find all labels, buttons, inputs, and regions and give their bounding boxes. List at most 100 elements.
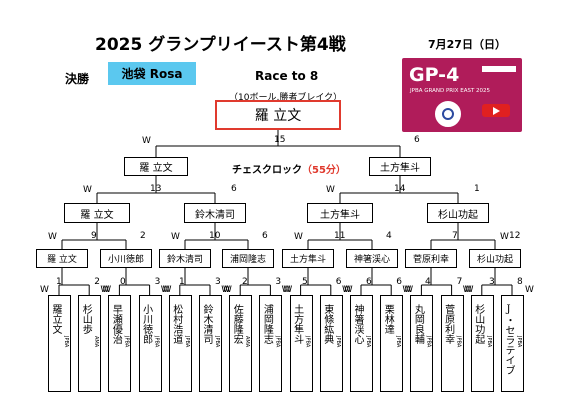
player-name: 早瀬優治 (110, 304, 122, 344)
player-org: JPBA (485, 336, 492, 348)
player-org: JPBA (214, 336, 220, 348)
venue-badge: 池袋 Rosa (108, 62, 196, 85)
quarter-1-right-player: 浦岡隆志 (222, 249, 274, 268)
r1-1-right-score: 3 (154, 277, 161, 287)
quarter-2-left-score: 11 (334, 231, 346, 241)
semi-1-right-score: 1 (474, 184, 480, 194)
player-5-mark: W (223, 285, 232, 295)
player-org: JPBA (274, 336, 281, 348)
semi-1-right-player: 杉山功起 (427, 203, 489, 223)
player-6-mark: W (221, 285, 231, 295)
player-name: 杉山歩 (80, 304, 92, 334)
r1-1-left-score: 0 (120, 277, 126, 287)
quarter-3-right-player: 杉山功起 (469, 249, 521, 268)
final-left-player: 羅 立文 (124, 157, 188, 176)
player-12-mark: W (402, 285, 412, 295)
logo-title: GP-4 (409, 64, 460, 86)
r1-6-right-score: 7 (456, 277, 463, 287)
player-0-mark: W (40, 285, 49, 295)
player-7-mark: W (283, 285, 293, 295)
quarter-3-win-mark: W (500, 232, 509, 242)
player-name: 丸岡良輔 (412, 304, 424, 344)
semi-0-right-player: 鈴木清司 (184, 203, 246, 223)
r1-6-left-score: 4 (425, 277, 431, 287)
player-org: JPBA (425, 336, 432, 348)
player-org: JPBA (455, 336, 462, 348)
quarter-1-left-score: 10 (209, 231, 221, 241)
final-win-mark: W (142, 136, 151, 146)
player-name: 羅立文 (50, 304, 61, 334)
player-org: AMA (244, 336, 251, 348)
r1-7-left-score: 3 (489, 277, 495, 287)
r1-5-left-score: 6 (366, 277, 372, 287)
player-name: 浦岡隆志 (261, 304, 273, 344)
player-name: 松村浩道 (170, 304, 182, 344)
quarter-2-right-score: 4 (386, 231, 392, 241)
player-15-mark: W (525, 285, 534, 295)
quarter-0-right-player: 小川徳郎 (100, 249, 152, 268)
quarter-2-win-mark: W (294, 232, 303, 242)
semi-1-left-player: 土方隼斗 (307, 203, 373, 223)
event-date: 7月27日（日） (428, 38, 506, 51)
player-14-mark: W (462, 285, 472, 295)
final-right-player: 土方隼斗 (369, 157, 431, 176)
chess-clock-label: チェスクロック（55分） (232, 161, 346, 176)
player-name: J・セラテイブ (503, 304, 514, 375)
quarter-1-win-mark: W (171, 232, 180, 242)
semi-0-left-score: 13 (150, 184, 162, 194)
quarter-3-left-score: 7 (452, 231, 458, 241)
player-11-mark: W (404, 285, 414, 295)
r1-4-left-score: 5 (302, 277, 308, 287)
r1-3-right-score: 3 (275, 277, 282, 287)
player-name: 杉山功起 (472, 304, 484, 344)
quarter-3-right-score: 12 (509, 231, 521, 241)
semi-0-win-mark: W (83, 185, 92, 195)
semi-1-win-mark: W (326, 185, 335, 195)
player-name: 鈴木清司 (201, 304, 212, 344)
semi-1-left-score: 14 (394, 184, 406, 194)
player-org: JPBA (304, 336, 311, 348)
player-org: JPBA (334, 336, 341, 348)
logo-subtitle: JPBA GRAND PRIX EAST 2025 (410, 88, 491, 94)
sponsor-badge (482, 66, 516, 72)
quarter-2-right-player: 神箸渓心 (346, 249, 398, 268)
player-1-mark: W (102, 285, 112, 295)
player-name: 栗林達 (382, 304, 394, 334)
player-org: JPBA (365, 336, 371, 348)
r1-3-left-score: 2 (242, 277, 248, 287)
player-8-mark: W (281, 285, 291, 295)
r1-0-right-score: 2 (94, 277, 100, 287)
player-org: JPBA (395, 336, 402, 348)
r1-2-left-score: 1 (179, 277, 185, 287)
r1-4-right-score: 6 (335, 277, 342, 287)
player-name: 小川徳郎 (140, 304, 152, 344)
quarter-0-right-score: 2 (140, 231, 146, 241)
quarter-1-left-player: 鈴木清司 (159, 249, 211, 268)
player-name: 佐藤隆宏 (231, 304, 243, 344)
r1-5-right-score: 6 (396, 277, 402, 287)
quarter-0-win-mark: W (48, 232, 57, 242)
round-label: 決勝 (65, 72, 90, 86)
player-name: 土方隼斗 (291, 304, 303, 344)
player-3-mark: W (162, 285, 172, 295)
semi-0-left-player: 羅 立文 (64, 203, 130, 223)
clock-label-text: チェスクロック (232, 165, 302, 176)
page-title: 2025 グランプリイースト第4戦 (95, 35, 346, 55)
semi-0-right-score: 6 (231, 184, 237, 194)
clock-time: （55分） (302, 165, 346, 176)
player-org: JPBA (123, 336, 130, 348)
player-org: JPBA (63, 336, 69, 348)
player-org: JPBA (153, 336, 160, 348)
